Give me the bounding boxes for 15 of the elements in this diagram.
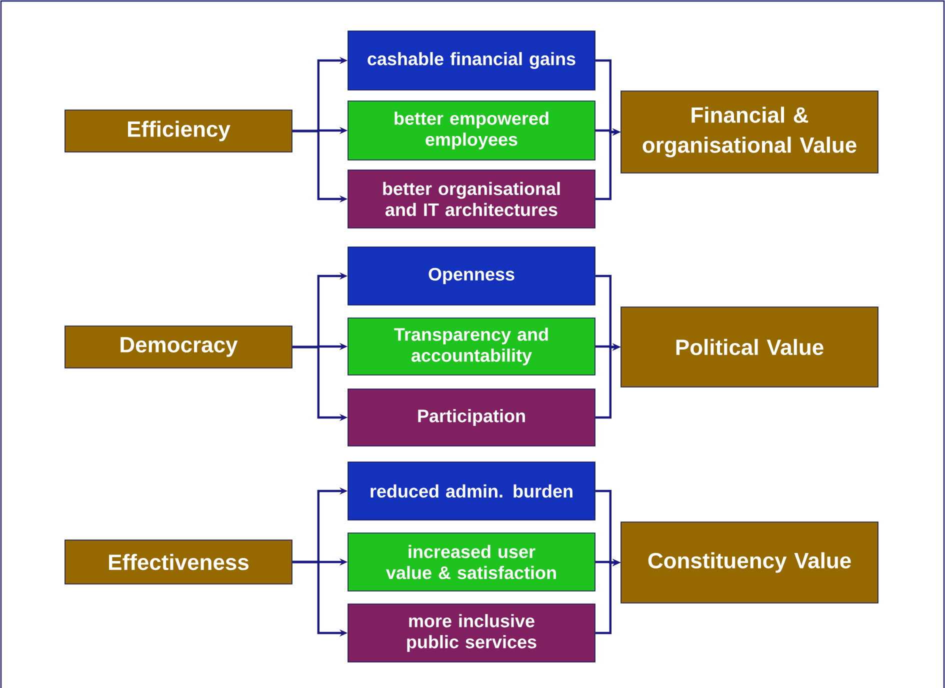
value-box: Constituency Value xyxy=(620,522,878,604)
process-box: better empowered employees xyxy=(348,100,596,160)
label-box: Effectiveness xyxy=(64,540,292,584)
label-box: Efficiency xyxy=(64,110,292,152)
process-box: better organisational and IT architectures xyxy=(348,170,596,228)
process-box: cashable financial gains xyxy=(348,30,596,90)
value-box: Financial & organisational Value xyxy=(620,90,878,174)
label-box: Democracy xyxy=(64,326,292,368)
process-box: more inclusive public services xyxy=(348,604,596,662)
value-box: Political Value xyxy=(620,306,878,388)
process-box: Participation xyxy=(348,388,596,446)
process-box: increased user value & satisfaction xyxy=(348,532,596,592)
process-box: Transparency and accountability xyxy=(348,318,596,376)
process-box: Openness xyxy=(348,246,596,306)
process-box: reduced admin. burden xyxy=(348,462,596,520)
